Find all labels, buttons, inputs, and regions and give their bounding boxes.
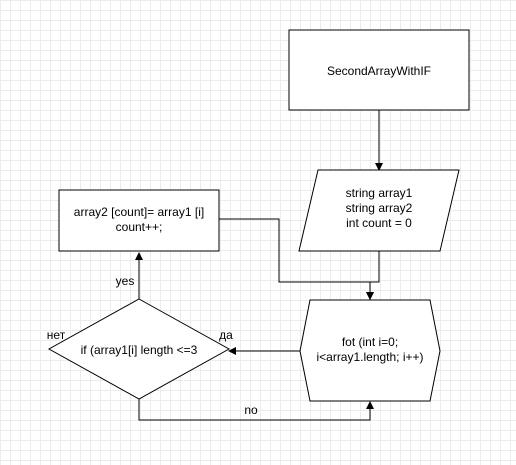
assign-box <box>58 189 220 252</box>
node-condition: if (array1[i] length <=3 <box>47 298 231 400</box>
edge-label-net: нет <box>47 328 66 342</box>
edge-label-da: да <box>219 328 233 342</box>
declare-line-2: string array2 <box>346 201 413 215</box>
declare-line-3: int count = 0 <box>346 216 412 230</box>
edge-declare-to-loop <box>366 251 380 300</box>
edge-condition-no <box>138 399 374 421</box>
start-label: SecondArrayWithIF <box>327 64 431 78</box>
edge-assign-to-loop <box>219 218 374 300</box>
node-loop: fot (int i=0; i<array1.length; i++) <box>299 299 441 402</box>
edge-label-yes: yes <box>116 274 135 288</box>
loop-line-2: i<array1.length; i++) <box>316 350 423 364</box>
assign-line-1: array2 [count]= array1 [i] <box>74 205 204 219</box>
edges <box>135 110 383 421</box>
declare-line-1: string array1 <box>346 186 413 200</box>
condition-diamond <box>47 298 231 400</box>
condition-label: if (array1[i] length <=3 <box>81 343 198 357</box>
start-box <box>288 29 470 111</box>
node-start: SecondArrayWithIF <box>288 29 470 111</box>
node-declare: string array1 string array2 int count = … <box>298 169 460 252</box>
loop-hexagon <box>299 299 441 402</box>
edge-label-no: no <box>244 403 258 417</box>
node-assign: array2 [count]= array1 [i] count++; <box>58 189 220 252</box>
assign-line-2: count++; <box>116 220 163 234</box>
loop-line-1: fot (int i=0; <box>342 335 398 349</box>
declare-parallelogram <box>298 169 460 252</box>
